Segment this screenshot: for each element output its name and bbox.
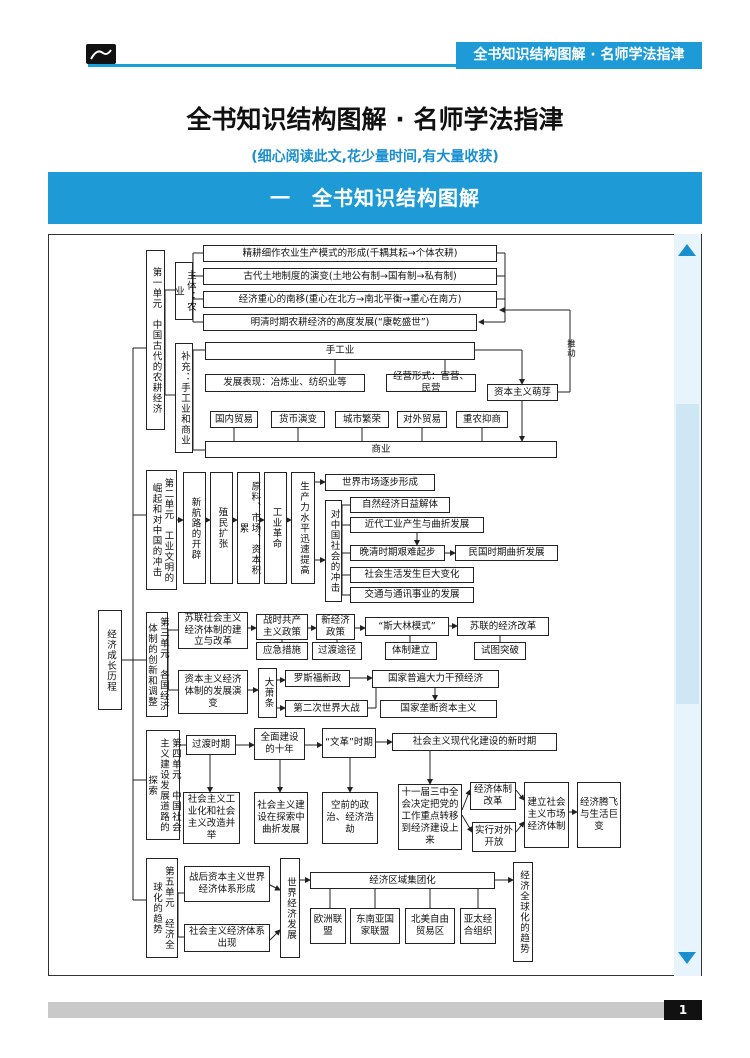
scroll-up-icon[interactable]: [678, 244, 696, 256]
u2-col-3: 原料、市场、资本积累: [237, 472, 260, 584]
footer-bar: [48, 1002, 688, 1018]
u1-push-label: 推动: [565, 338, 576, 358]
u1-main-item-2: 古代土地制度的演变(土地公有制→国有制→私有制): [203, 268, 497, 285]
u3-depression: 大萧条: [258, 668, 277, 718]
unit5-label: 第五单元 经济全球化的趋势: [146, 858, 178, 958]
root-node: 经济成长历程: [98, 610, 122, 710]
u1-main-item-4: 明清时期农耕经济的高度发展(“康乾盛世”): [203, 314, 477, 331]
u2-item-1: 自然经济日益解体: [350, 497, 450, 513]
u3-soviet-reform: 苏联的经济改革: [457, 617, 549, 636]
u2-item-2: 近代工业产生与曲折发展: [350, 517, 484, 533]
u4-branch-2: 社会主义建设在探索中曲折发展: [254, 792, 308, 844]
u4-ten-years: 全面建设的十年: [254, 728, 305, 760]
u2-col-5: 生产力水平迅速提高: [291, 472, 315, 584]
u2-col-4: 工业革命: [264, 472, 287, 584]
u4-branch-3: 空前的政治、经济浩劫: [322, 792, 378, 844]
u2-col-2: 殖民扩张: [210, 472, 233, 584]
u4-cultural-revolution: “文革”时期: [322, 728, 376, 758]
u2-impact: 对中国社会的冲击: [325, 500, 342, 602]
u3-nep: 新经济政策: [316, 614, 355, 640]
section-banner: 一 全书知识结构图解: [48, 172, 702, 224]
header-bar: 全书知识结构图解 · 名师学法指津: [48, 42, 702, 69]
u5-world-development: 世界经济发展: [280, 858, 300, 958]
u1-trade-4: 对外贸易: [397, 411, 447, 428]
u4-new-era: 社会主义现代化建设的新时期: [392, 733, 557, 751]
diagram-frame: [48, 234, 702, 976]
scroll-down-icon[interactable]: [678, 952, 696, 964]
u3-roosevelt: 罗斯福新政: [285, 670, 350, 687]
header-rule: [88, 64, 458, 67]
u2-minguo: 民国时期曲折发展: [455, 545, 558, 561]
u1-forms: 经营形式：官营、民营: [386, 371, 476, 394]
page-number: 1: [664, 1000, 702, 1020]
u3-stalin-model: “斯大林模式”: [365, 617, 449, 636]
u2-item-5: 交通与通讯事业的发展: [350, 587, 474, 603]
header-tab: 全书知识结构图解 · 名师学法指津: [456, 42, 702, 69]
u2-col-1: 新航路的开辟: [183, 472, 206, 584]
u5-regional: 经济区域集团化: [310, 872, 495, 889]
u5-bloc-nafta: 北美自由贸易区: [405, 908, 455, 944]
u3-ww2: 第二次世界大战: [285, 700, 368, 717]
page-subtitle: (细心阅读此文,花少量时间,有大量收获): [251, 149, 499, 165]
u5-globalization: 经济全球化的趋势: [513, 862, 533, 962]
u4-market-economy: 建立社会主义市场经济体制: [524, 782, 569, 848]
scroll-thumb[interactable]: [676, 404, 699, 704]
scrollbar[interactable]: [674, 234, 701, 976]
u1-handicraft: 手工业: [205, 342, 475, 360]
u1-commerce: 商业: [205, 441, 557, 458]
u1-trade-1: 国内贸易: [210, 411, 258, 428]
u4-branch-1: 社会主义工业化和社会主义改造并举: [183, 792, 240, 844]
u1-dev: 发展表现：冶炼业、纺织业等: [205, 374, 365, 392]
logo-icon: [90, 49, 112, 60]
u1-main-item-3: 经济重心的南移(重心在北方→南北平衡→重心在南方): [203, 291, 497, 308]
u4-life-change: 经济腾飞与生活巨变: [577, 782, 621, 848]
u2-item-3: 晚清时期艰难起步: [350, 545, 445, 561]
u5-bloc-asean: 东南亚国家联盟: [350, 908, 400, 944]
publisher-logo: [86, 44, 116, 64]
u2-world-market: 世界市场逐步形成: [325, 474, 435, 491]
u3-urgent: 应急措施: [256, 642, 308, 660]
u3-system: 体制建立: [385, 642, 437, 660]
u4-econ-reform: 经济体制改革: [470, 782, 516, 810]
u3-war-communism: 战时共产主义政策: [256, 614, 308, 640]
u3-universal: 国家普遍大力干预经济: [372, 670, 499, 688]
u1-main: 主体：农业: [173, 262, 196, 320]
page-title: 全书知识结构图解 · 名师学法指津: [186, 105, 564, 134]
u3-new-capitalism: 国家垄断资本主义: [380, 700, 497, 718]
u5-postwar-system: 战后资本主义世界经济体系形成: [184, 866, 270, 902]
unit1-label: 第一单元 中国古代的农耕经济: [146, 250, 165, 430]
u5-bloc-apec: 亚太经合组织: [460, 908, 496, 944]
u2-item-4: 社会生活发生巨大变化: [350, 567, 474, 583]
u3-attempt: 试图突破: [474, 642, 526, 660]
u4-transition: 过渡时期: [186, 735, 236, 755]
u3-capitalism: 资本主义经济体制的发展演变: [178, 670, 248, 714]
u1-trade-3: 城市繁荣: [335, 411, 389, 428]
u5-bloc-eu: 欧洲联盟: [310, 908, 346, 944]
u1-main-item-1: 精耕细作农业生产模式的形成(千耦其耘→个体农耕): [203, 245, 497, 262]
unit3-label: 第三单元 各国经济体制的创新和调整: [146, 612, 169, 717]
u4-plenum: 十一届三中全会决定把党的工作重点转移到经济建设上来: [398, 784, 462, 850]
u3-transit: 过渡途径: [312, 642, 362, 660]
unit2-label: 第二单元 工业文明的崛起和对中国的冲击: [146, 470, 177, 590]
unit4-label: 第四单元 中国社会主义建设发展道路的探索: [146, 730, 181, 840]
u1-trade-5: 重农抑商: [456, 411, 508, 428]
u1-supp: 补充：手工业和商业: [175, 343, 193, 453]
u3-soviet: 苏联社会主义经济体制的建立与改革: [178, 612, 248, 649]
u5-socialist-system: 社会主义经济体系出现: [184, 924, 270, 952]
u1-trade-2: 货币演变: [271, 411, 325, 428]
u1-sprout: 资本主义萌芽: [487, 384, 558, 401]
u4-open-up: 实行对外开放: [472, 822, 516, 852]
